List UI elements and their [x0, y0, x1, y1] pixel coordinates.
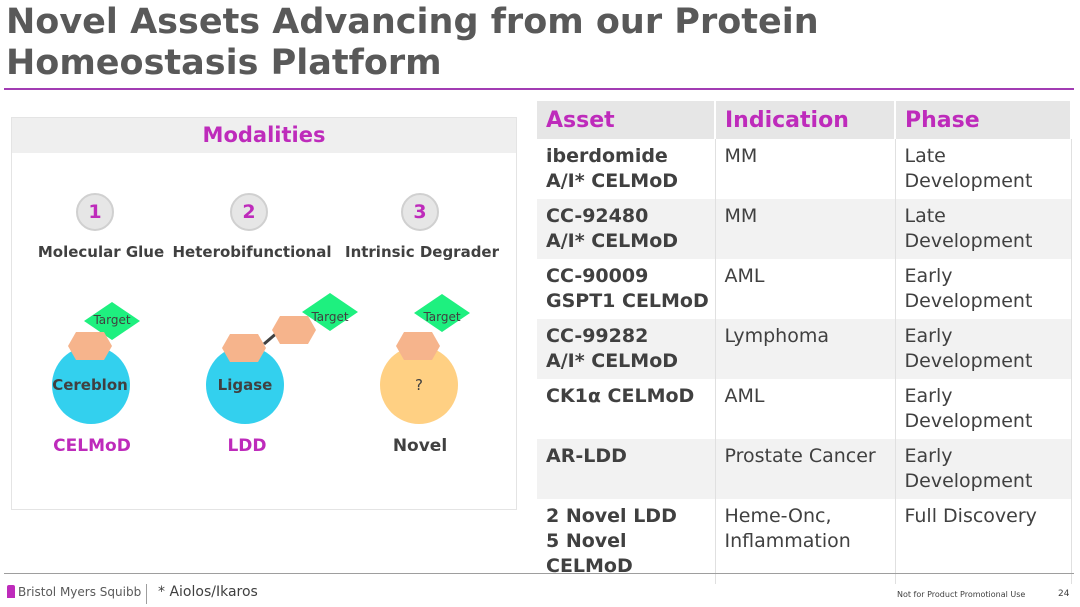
header-phase: Phase — [895, 101, 1072, 139]
asset-type: A/I* CELMoD — [546, 350, 679, 372]
footnote: * Aiolos/Ikaros — [158, 584, 258, 600]
phase-line-2: Development — [904, 470, 1033, 492]
hexagon-ligand-2 — [272, 316, 316, 344]
asset-type: A/I* CELMoD — [546, 170, 679, 192]
asset-name: 2 Novel LDD — [546, 505, 677, 527]
phase-line-1: Early — [904, 385, 953, 407]
hexagon-degrader — [396, 332, 440, 360]
caption-ldd: LDD — [227, 436, 267, 456]
target-diamond — [84, 302, 140, 340]
phase-line-1: Early — [904, 325, 953, 347]
phase-line-2: Development — [904, 350, 1033, 372]
phase-line-1: Late — [904, 145, 946, 167]
slide-title: Novel Assets Advancing from our Protein … — [6, 2, 819, 83]
phase-line-1: Late — [904, 205, 946, 227]
asset-name: iberdomide — [546, 145, 668, 167]
heterobifunctional-diagram — [206, 293, 358, 424]
target-diamond — [414, 294, 470, 332]
indication: MM — [724, 145, 758, 167]
modality-number-2: 2 — [230, 193, 268, 231]
phase-line-1: Early — [904, 445, 953, 467]
target-diamond — [302, 293, 358, 331]
target-label-2: Target — [311, 310, 349, 324]
asset-name: CC-99282 — [546, 325, 649, 347]
phase-line-2: Development — [904, 410, 1033, 432]
indication: Prostate Cancer — [724, 445, 876, 467]
target-label-1: Target — [93, 313, 131, 327]
disclaimer: Not for Product Promotional Use — [897, 590, 1026, 599]
ligase-label: Ligase — [217, 376, 273, 394]
modalities-panel: Modalities 1 Molecular Glue Cereblon Tar… — [11, 117, 517, 510]
company-name: Bristol Myers Squibb — [18, 585, 142, 599]
indication: Heme-Onc, — [724, 505, 832, 527]
indication: AML — [724, 385, 765, 407]
ligase-circle — [206, 346, 284, 424]
footer-divider — [4, 573, 1074, 574]
hexagon-degrader — [68, 332, 112, 360]
modalities-heading: Modalities — [12, 118, 516, 153]
intrinsic-degrader-diagram — [380, 294, 470, 424]
modality-label-heterobifunctional: Heterobifunctional — [172, 243, 332, 261]
asset-type: A/I* CELMoD — [546, 230, 679, 252]
header-indication: Indication — [715, 101, 896, 139]
indication: AML — [724, 265, 765, 287]
phase-line-1: Early — [904, 265, 953, 287]
hexagon-ligand-1 — [222, 334, 266, 362]
bms-logo-icon — [7, 585, 15, 598]
molecular-glue-diagram — [52, 302, 140, 424]
modality-number-3: 3 — [401, 193, 439, 231]
cereblon-circle — [52, 346, 130, 424]
indication: MM — [724, 205, 758, 227]
asset-type: 5 Novel CELMoD — [546, 530, 633, 577]
caption-celmod: CELMoD — [53, 436, 131, 456]
table-header-row: Asset Indication Phase — [537, 101, 1072, 139]
asset-name: CC-92480 — [546, 205, 649, 227]
phase-line-2: Development — [904, 290, 1033, 312]
asset-name: CK1α CELMoD — [546, 385, 695, 407]
unknown-label: ? — [415, 376, 423, 394]
table-row: 2 Novel LDD 5 Novel CELMoD Heme-Onc, Infla… — [537, 499, 1072, 584]
phase-line-1: Full Discovery — [904, 505, 1037, 527]
modality-label-molecular-glue: Molecular Glue — [37, 243, 165, 261]
asset-name: CC-90009 — [546, 265, 649, 287]
modality-label-intrinsic-degrader: Intrinsic Degrader — [344, 243, 500, 261]
asset-name: AR-LDD — [546, 445, 627, 467]
cereblon-label: Cereblon — [52, 376, 128, 394]
asset-type: GSPT1 CELMoD — [546, 290, 709, 312]
modality-number-1: 1 — [76, 193, 114, 231]
phase-line-2: Development — [904, 230, 1033, 252]
footer-separator — [146, 584, 147, 604]
title-divider — [4, 88, 1074, 90]
target-label-3: Target — [423, 310, 461, 324]
header-asset: Asset — [537, 101, 716, 139]
phase-line-2: Development — [904, 170, 1033, 192]
indication: Lymphoma — [724, 325, 829, 347]
caption-novel: Novel — [392, 436, 448, 456]
novel-circle — [380, 346, 458, 424]
page-number: 24 — [1058, 589, 1070, 599]
indication-line-2: Inflammation — [724, 530, 851, 552]
company-logo: Bristol Myers Squibb — [7, 585, 141, 599]
